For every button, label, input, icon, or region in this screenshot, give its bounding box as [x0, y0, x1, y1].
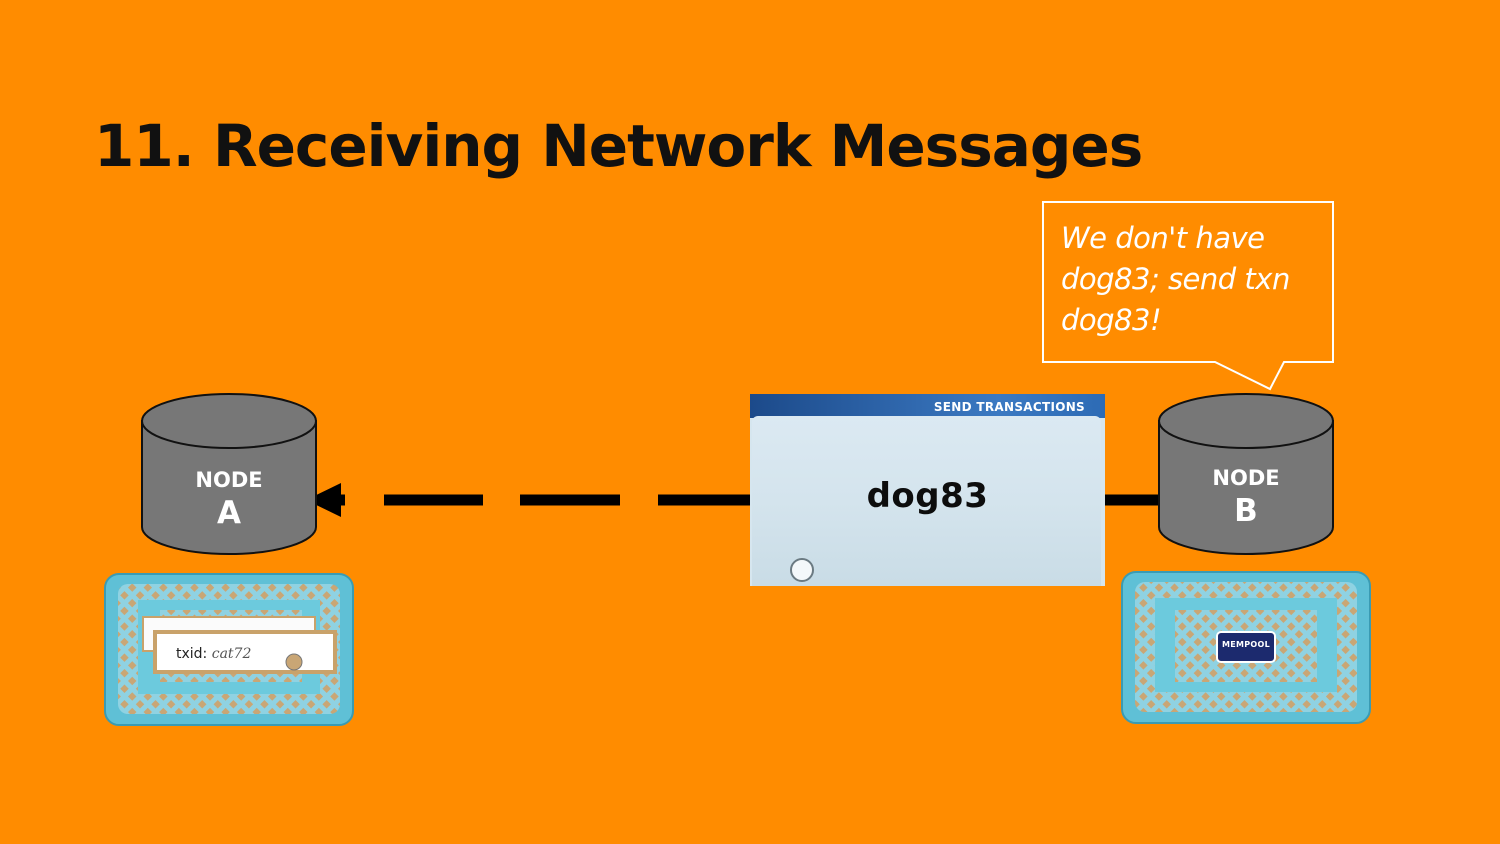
node-a-cylinder [141, 393, 317, 555]
mempool-a-slip: txid: cat72 [176, 646, 251, 662]
card-header: SEND TRANSACTIONS [750, 394, 1105, 418]
node-a-label: NODE A [169, 467, 289, 533]
mempool-basket-b [1121, 571, 1371, 724]
node-b-label: NODE B [1186, 465, 1306, 531]
slip-value: cat72 [211, 646, 252, 662]
node-a-label-bottom: A [217, 495, 241, 531]
node-a-label-top: NODE [195, 468, 263, 492]
callout-text: We don't have dog83; send txn dog83! [1061, 221, 1290, 337]
card-body [752, 416, 1101, 586]
arrowhead-icon [306, 483, 341, 517]
card-header-label: SEND TRANSACTIONS [933, 400, 1085, 414]
node-b-label-bottom: B [1234, 493, 1258, 529]
mempool-b-label: MEMPOOL [1221, 640, 1271, 649]
speech-callout [1042, 201, 1334, 391]
node-b-cylinder [1158, 393, 1334, 555]
node-b-label-top: NODE [1212, 466, 1280, 490]
card-punch-hole [790, 558, 814, 582]
mempool-basket-a [104, 573, 354, 726]
send-transactions-card: SEND TRANSACTIONS dog83 [750, 394, 1105, 586]
card-txid: dog83 [866, 476, 989, 516]
slip-label: txid: [176, 646, 208, 662]
slide-title: 11. Receiving Network Messages [94, 112, 1143, 180]
